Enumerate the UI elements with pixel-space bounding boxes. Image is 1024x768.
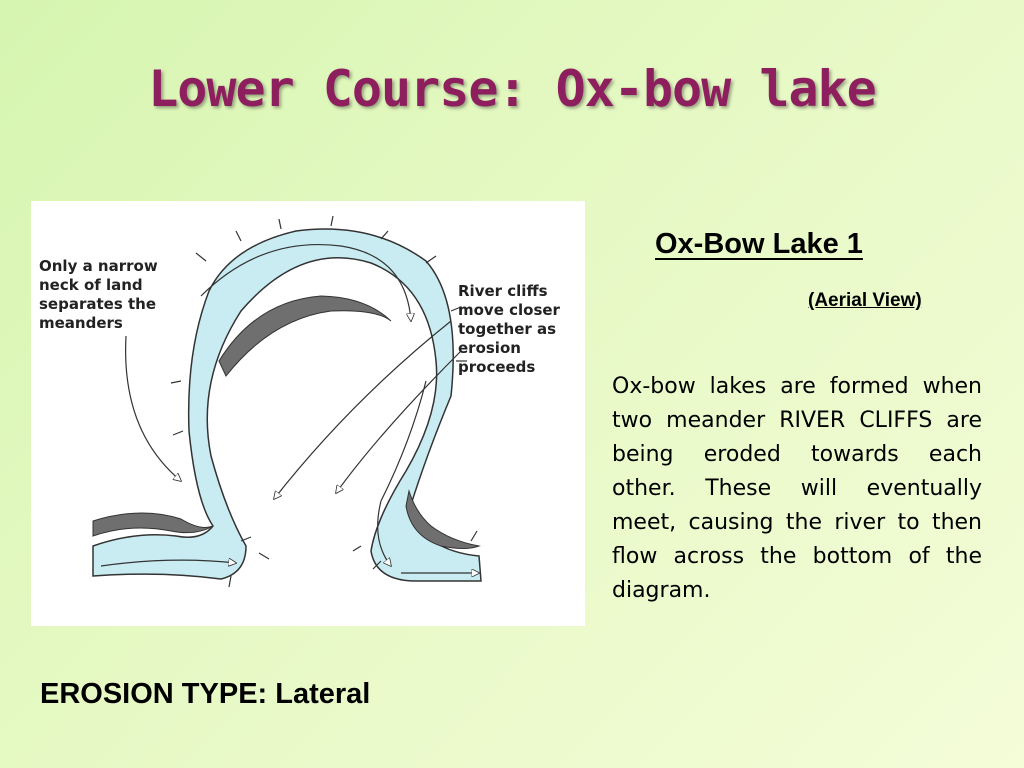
section-heading: Ox-Bow Lake 1 bbox=[655, 228, 863, 260]
flow-arrow-upper bbox=[200, 243, 411, 321]
flow-arrow-left bbox=[100, 560, 236, 566]
label-right-line: River cliffs bbox=[458, 282, 548, 300]
erosion-type-caption: EROSION TYPE: Lateral bbox=[40, 678, 371, 710]
slide-title: Lower Course: Ox-bow lake bbox=[148, 60, 877, 118]
outer-cliff-right bbox=[405, 489, 481, 549]
label-left-line: Only a narrow bbox=[39, 257, 158, 275]
label-river-cliffs: River cliffs move closer together as ero… bbox=[458, 282, 565, 376]
pointer-arrow-right-2 bbox=[336, 350, 462, 493]
label-left-line: neck of land bbox=[39, 276, 143, 294]
section-subheading: (Aerial View) bbox=[808, 290, 922, 311]
label-right-line: together as bbox=[458, 320, 556, 338]
label-right-line: move closer bbox=[458, 301, 561, 319]
label-left-line: meanders bbox=[39, 314, 123, 332]
river-channel bbox=[92, 228, 482, 582]
outer-cliff-left bbox=[92, 512, 214, 537]
flow-arrow-right bbox=[377, 380, 427, 566]
description-paragraph: Ox-bow lakes are formed when two meander… bbox=[612, 374, 982, 603]
label-left-line: separates the bbox=[39, 295, 156, 313]
ox-bow-diagram: Only a narrow neck of land separates the… bbox=[31, 201, 585, 626]
diagram-svg: Only a narrow neck of land separates the… bbox=[39, 215, 565, 588]
pointer-arrow-left bbox=[125, 335, 181, 481]
label-right-line: erosion bbox=[458, 339, 521, 357]
pointer-arrow-right-1 bbox=[274, 320, 452, 499]
label-narrow-neck: Only a narrow neck of land separates the… bbox=[39, 257, 163, 332]
inner-cliff bbox=[218, 295, 392, 377]
label-right-line: proceeds bbox=[458, 358, 535, 376]
cliff-ticks bbox=[170, 215, 478, 588]
